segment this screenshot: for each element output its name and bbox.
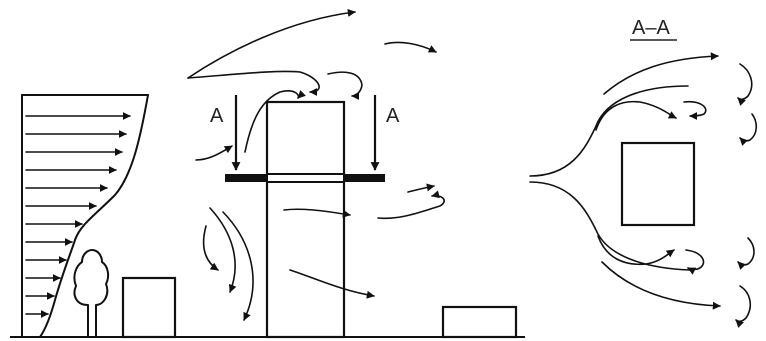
section-title: A–A <box>632 17 670 39</box>
tree-outline <box>73 249 110 338</box>
plan-streamlines <box>529 52 758 328</box>
profile-arrows <box>25 112 131 318</box>
low-building-right <box>441 305 518 339</box>
tall-building <box>265 100 346 339</box>
section-label-left: A <box>210 105 224 127</box>
wind-profile <box>21 94 149 338</box>
flow-streamlines <box>187 8 445 321</box>
section-label-right: A <box>386 105 400 127</box>
section-building-plan <box>620 141 696 227</box>
low-building-left <box>121 276 177 339</box>
